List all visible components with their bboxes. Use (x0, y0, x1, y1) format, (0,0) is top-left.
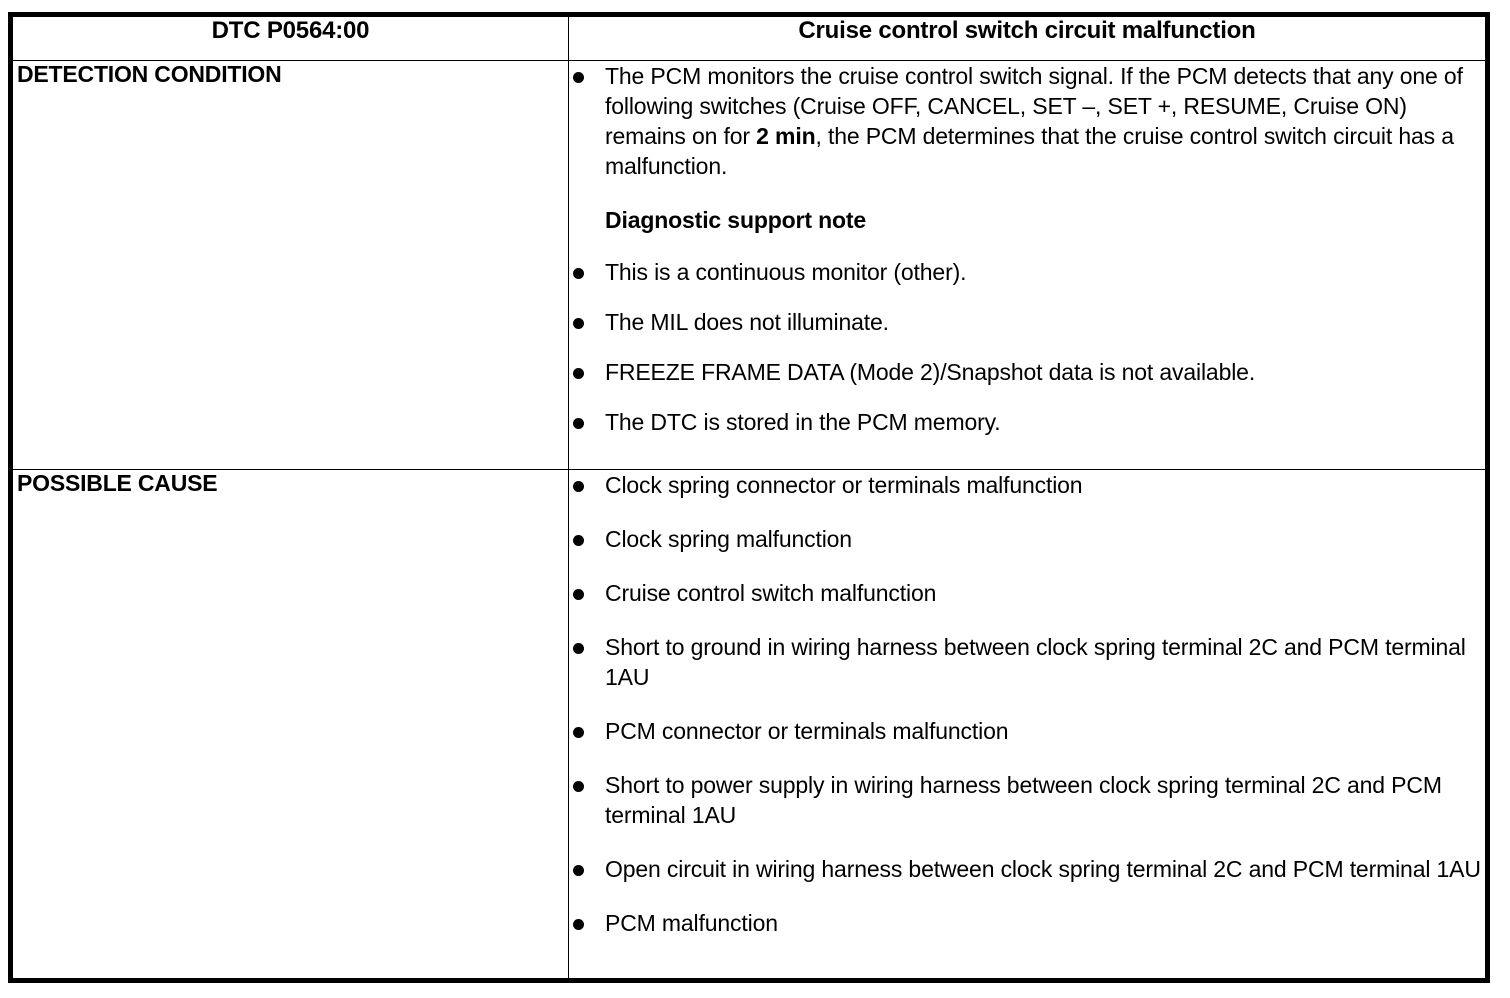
fault-name-text: Cruise control switch circuit malfunctio… (798, 17, 1256, 44)
bullet-icon (573, 727, 584, 739)
row-label-cell-possible-cause: POSSIBLE CAUSE (12, 469, 569, 979)
bullet-icon (573, 72, 584, 83)
list-item: Clock spring malfunction (569, 524, 1485, 554)
table-row-possible-cause: POSSIBLE CAUSE Clock spring connector or… (12, 469, 1486, 979)
header-cell-fault-name: Cruise control switch circuit malfunctio… (568, 16, 1486, 61)
bullet-icon (573, 781, 584, 793)
detection-intro-text: The PCM monitors the cruise control swit… (605, 61, 1485, 181)
bullet-icon (573, 643, 584, 655)
note-item-text: This is a continuous monitor (other). (605, 259, 967, 285)
cause-item-text: PCM connector or terminals malfunction (605, 718, 1009, 745)
cause-item-text: Open circuit in wiring harness between c… (605, 856, 1481, 883)
bullet-icon (573, 268, 584, 279)
row-label-possible-cause: POSSIBLE CAUSE (17, 470, 218, 497)
note-item-text: The MIL does not illuminate. (605, 309, 889, 335)
list-item: Open circuit in wiring harness between c… (569, 854, 1485, 884)
diagnostic-support-note-list: This is a continuous monitor (other). Th… (569, 257, 1485, 437)
header-cell-dtc-code: DTC P0564:00 (12, 16, 569, 61)
bullet-icon (573, 418, 584, 429)
list-item: PCM malfunction (569, 908, 1485, 938)
list-item: PCM connector or terminals malfunction (569, 716, 1485, 746)
table-header-row: DTC P0564:00 Cruise control switch circu… (12, 16, 1486, 61)
bullet-icon (573, 919, 584, 931)
list-item: The DTC is stored in the PCM memory. (569, 407, 1485, 437)
bullet-icon (573, 318, 584, 329)
dtc-code-text: DTC P0564:00 (211, 17, 370, 44)
note-item-text: FREEZE FRAME DATA (Mode 2)/Snapshot data… (605, 359, 1256, 385)
dtc-diagnostic-table: DTC P0564:00 Cruise control switch circu… (8, 12, 1490, 983)
table-row-detection-condition: DETECTION CONDITION The PCM monitors the… (12, 59, 1486, 471)
bullet-icon (573, 865, 584, 877)
cause-item-text: PCM malfunction (605, 910, 778, 937)
dtc-table-grid: DTC P0564:00 Cruise control switch circu… (12, 16, 1486, 979)
detection-intro-post: , the PCM determines that the cruise con… (605, 123, 1454, 179)
list-item: Short to power supply in wiring harness … (569, 770, 1485, 830)
detection-intro-pre: The PCM monitors the cruise control swit… (605, 63, 1463, 149)
cause-item-text: Cruise control switch malfunction (605, 580, 937, 607)
diagnostic-support-note-heading: Diagnostic support note (605, 207, 867, 233)
row-label-cell-detection-condition: DETECTION CONDITION (12, 59, 569, 471)
list-item: FREEZE FRAME DATA (Mode 2)/Snapshot data… (569, 357, 1485, 387)
bullet-icon (573, 481, 584, 493)
list-item: Clock spring connector or terminals malf… (569, 470, 1485, 500)
cause-item-text: Clock spring connector or terminals malf… (605, 472, 1083, 499)
row-content-possible-cause: Clock spring connector or terminals malf… (568, 469, 1486, 979)
possible-cause-list: Clock spring connector or terminals malf… (569, 470, 1485, 938)
bullet-icon (573, 589, 584, 601)
detection-intro-list: The PCM monitors the cruise control swit… (569, 61, 1485, 181)
list-item: Short to ground in wiring harness betwee… (569, 632, 1485, 692)
row-label-detection-condition: DETECTION CONDITION (17, 61, 282, 87)
list-item: The PCM monitors the cruise control swit… (569, 61, 1485, 181)
row-content-detection-condition: The PCM monitors the cruise control swit… (568, 59, 1486, 471)
list-item: Cruise control switch malfunction (569, 578, 1485, 608)
list-item: This is a continuous monitor (other). (569, 257, 1485, 287)
list-item: The MIL does not illuminate. (569, 307, 1485, 337)
note-item-text: The DTC is stored in the PCM memory. (605, 409, 1001, 435)
cause-item-text: Short to ground in wiring harness betwee… (605, 634, 1466, 691)
detection-intro-strong: 2 min (756, 123, 816, 149)
bullet-icon (573, 535, 584, 547)
bullet-icon (573, 368, 584, 379)
cause-item-text: Clock spring malfunction (605, 526, 852, 553)
cause-item-text: Short to power supply in wiring harness … (605, 772, 1442, 829)
